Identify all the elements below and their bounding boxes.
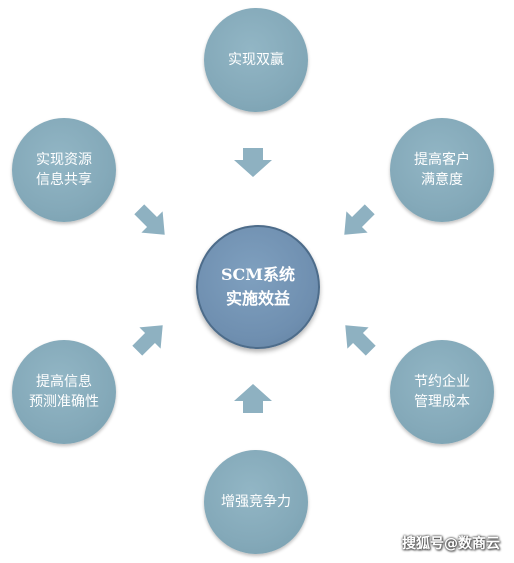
node-bottom-left: 提高信息 预测准确性 [12, 340, 116, 444]
node-bottom-right: 节约企业 管理成本 [390, 340, 494, 444]
node-bottom-right-label: 节约企业 管理成本 [414, 374, 470, 410]
node-bottom: 增强竞争力 [204, 450, 308, 554]
node-top-right-label: 提高客户 满意度 [414, 152, 470, 188]
watermark: 搜狐号@数商云 [402, 536, 500, 552]
arrow-from-bottom [234, 384, 272, 413]
node-top-right: 提高客户 满意度 [390, 118, 494, 222]
node-top: 实现双赢 [204, 8, 308, 112]
center-node: SCM系统 实施效益 [196, 225, 320, 349]
node-top-left-label: 实现资源 信息共享 [36, 152, 92, 188]
arrow-from-top-right [344, 204, 375, 235]
arrow-from-bottom-right [345, 325, 376, 356]
arrow-from-bottom-left [132, 325, 163, 356]
center-label: SCM系统 实施效益 [220, 265, 295, 308]
arrow-from-top-left [134, 204, 165, 235]
arrow-from-top [234, 148, 272, 177]
node-bottom-left-label: 提高信息 预测准确性 [29, 374, 99, 410]
node-top-label: 实现双赢 [228, 52, 284, 68]
node-bottom-label: 增强竞争力 [221, 494, 291, 510]
node-top-left: 实现资源 信息共享 [12, 118, 116, 222]
